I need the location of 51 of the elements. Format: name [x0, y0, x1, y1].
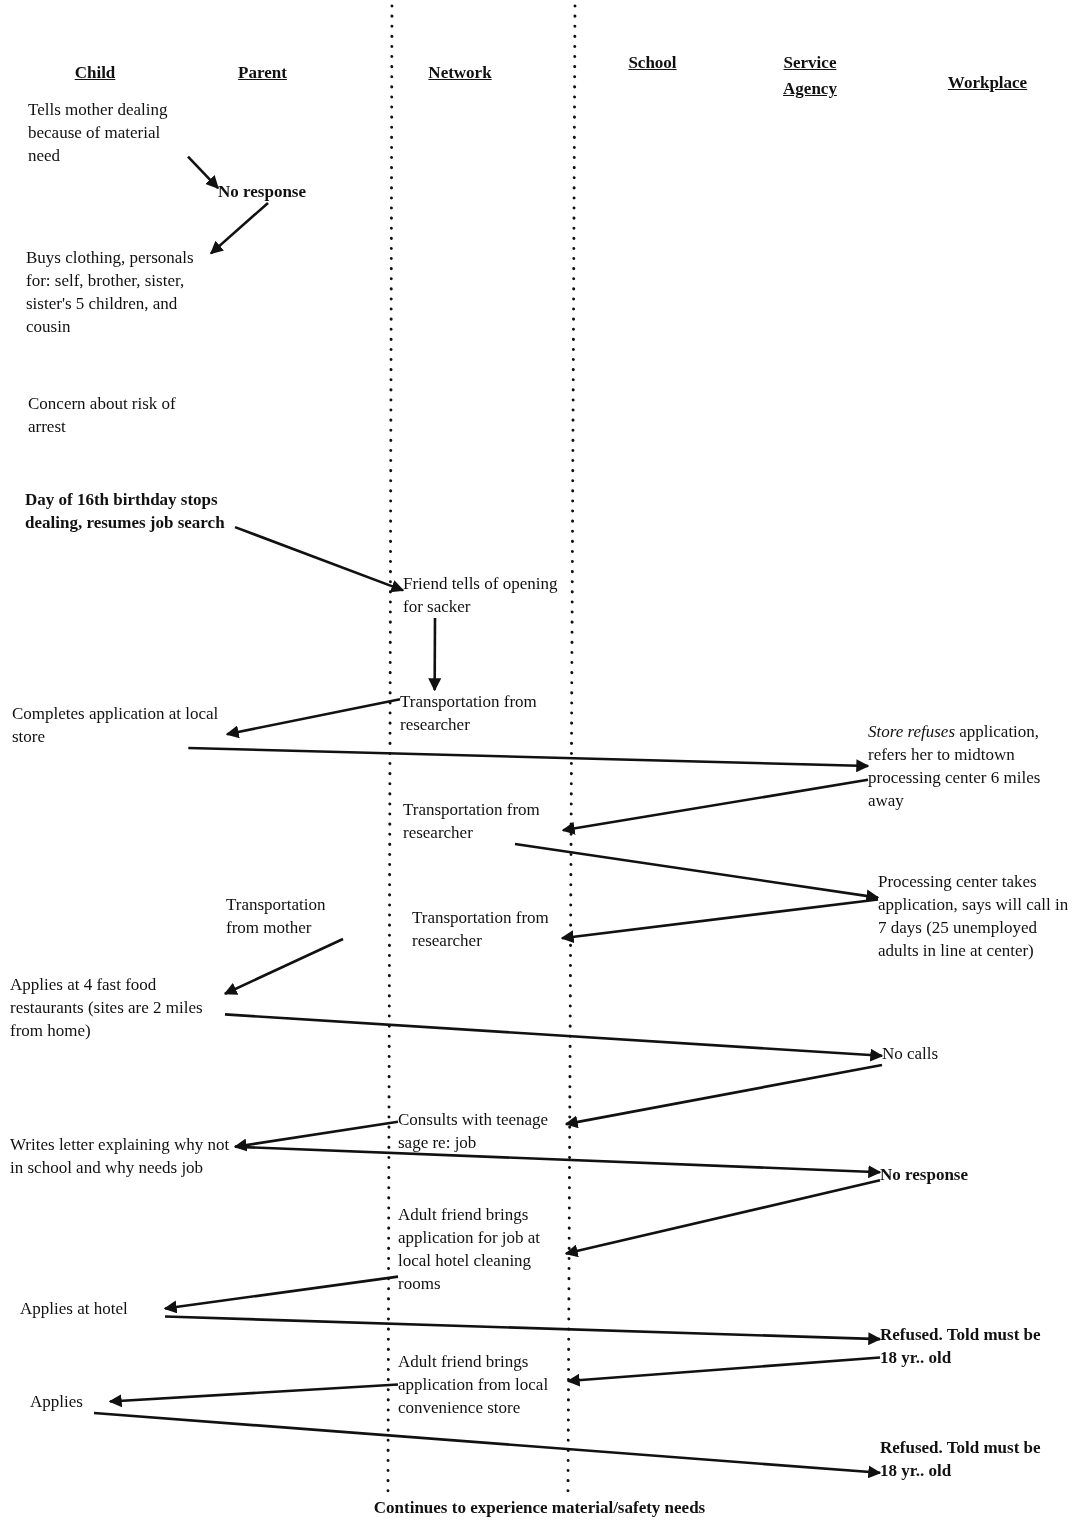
- arrow: [108, 1383, 399, 1408]
- step-text: Store refuses application, refers her to midtown processing center 6 miles away: [868, 720, 1043, 812]
- arrow: [566, 1356, 881, 1387]
- step-text: Writes letter explaining why not in school and why needs job: [10, 1133, 235, 1179]
- arrow: [561, 778, 869, 835]
- step-text: No calls: [882, 1042, 967, 1065]
- column-header: Parent: [237, 62, 288, 84]
- caption: Continues to experience material/safety needs: [372, 1498, 707, 1518]
- column-header: School: [627, 52, 678, 74]
- arrow: [223, 937, 344, 995]
- step-text: Applies at 4 fast food restaurants (sites are 2 miles from home): [10, 973, 225, 1042]
- step-text: Friend tells of opening for sacker: [403, 572, 563, 618]
- arrow: [188, 746, 870, 773]
- arrow: [93, 1411, 882, 1479]
- arrow: [564, 1179, 881, 1258]
- step-text: Transportation from researcher: [400, 690, 565, 736]
- arrow: [428, 618, 442, 692]
- step-text: No response: [218, 180, 343, 203]
- arrow: [225, 697, 401, 739]
- arrow: [564, 1063, 883, 1129]
- column-header: Child: [73, 62, 117, 84]
- arrow: [233, 1120, 399, 1152]
- step-text: Consults with teenage sage re: job: [398, 1108, 566, 1154]
- note-text: Concern about risk of arrest: [28, 393, 177, 438]
- step-text: Buys clothing, personals for: self, brother, sister, sister's 5 children, and cousin: [26, 246, 211, 338]
- step-text: Transportation from mother: [226, 893, 356, 939]
- step-text: Refused. Told must be 18 yr.. old: [880, 1323, 1045, 1369]
- step-text: Refused. Told must be 18 yr.. old: [880, 1436, 1045, 1482]
- arrow: [210, 202, 269, 255]
- step-text: Transportation from researcher: [412, 906, 562, 952]
- step-text: Transportation from researcher: [403, 798, 563, 844]
- step-text: Applies: [30, 1390, 110, 1413]
- arrow: [560, 898, 879, 944]
- arrow: [187, 155, 219, 189]
- arrow: [234, 525, 405, 593]
- step-text: Processing center takes application, says will call in 7 days (25 unemployed adults in line at center): [878, 870, 1076, 962]
- column-header: Service Agency: [782, 52, 838, 100]
- column-header: Network: [427, 62, 493, 84]
- arrow: [514, 842, 880, 903]
- arrow: [234, 1145, 882, 1179]
- arrow: [164, 1315, 882, 1346]
- column-header: Workplace: [946, 72, 1029, 94]
- step-text: Adult friend brings application from local convenience store: [398, 1350, 568, 1419]
- arrow: [163, 1275, 399, 1314]
- step-text: Tells mother dealing because of material need: [28, 98, 188, 167]
- step-text: Adult friend brings application for job at local hotel cleaning rooms: [398, 1203, 566, 1295]
- arrow: [224, 1013, 884, 1062]
- step-text: Day of 16th birthday stops dealing, resumes job search: [25, 488, 235, 534]
- step-text: Completes application at local store: [12, 702, 227, 748]
- step-text: No response: [880, 1163, 1045, 1186]
- step-text: Applies at hotel: [20, 1297, 165, 1320]
